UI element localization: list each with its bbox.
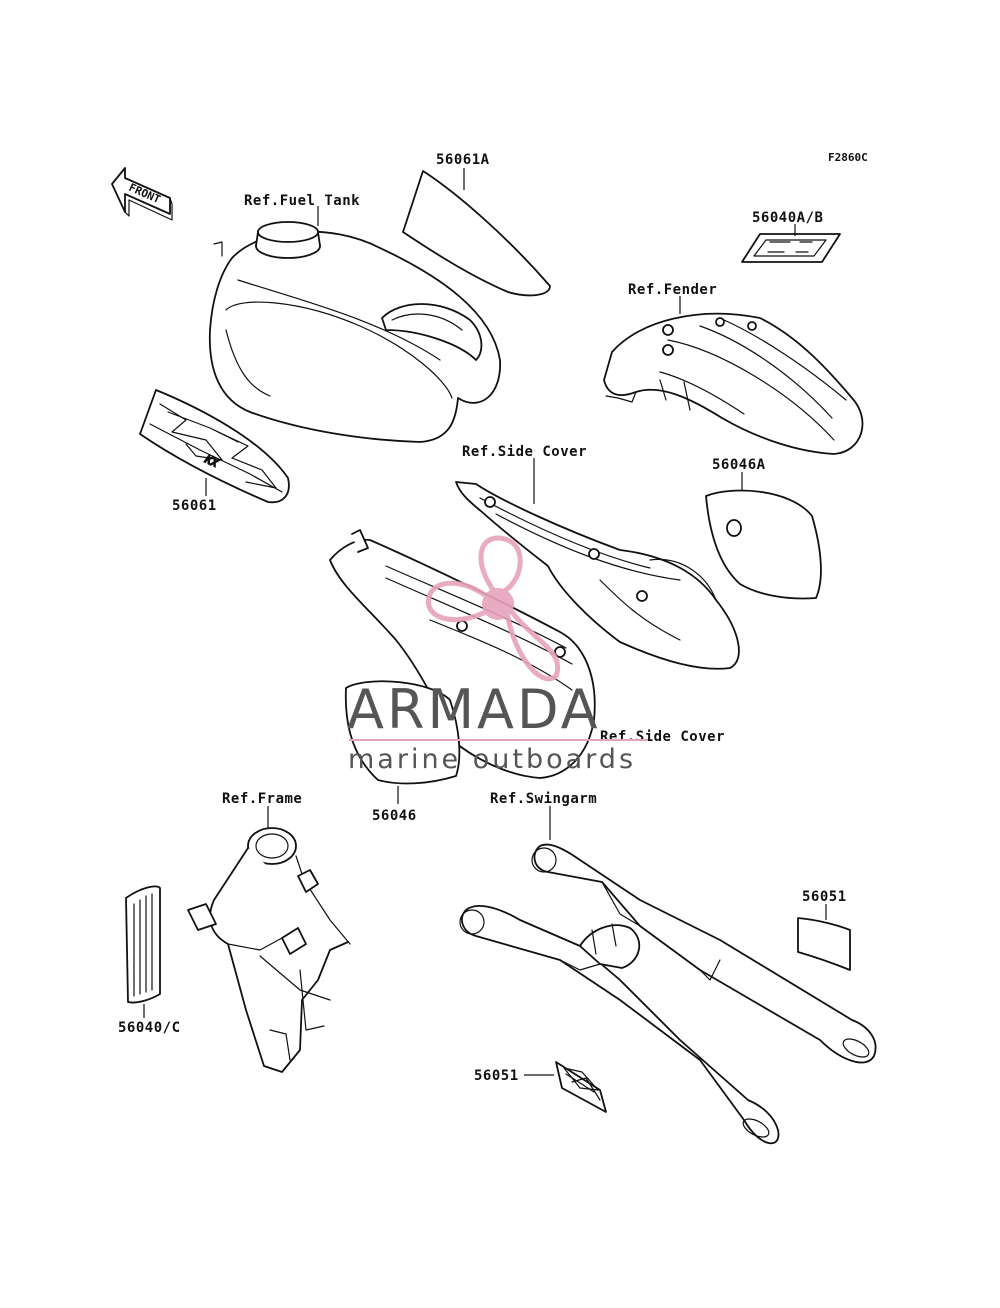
label-ref-swingarm: Ref.Swingarm bbox=[490, 791, 597, 807]
label-56046a: 56046A bbox=[712, 457, 766, 473]
figure-code: F2860C bbox=[828, 151, 868, 164]
label-56061: 56061 bbox=[172, 498, 217, 514]
fender bbox=[603, 312, 864, 455]
front-arrow-icon: FRONT bbox=[111, 167, 173, 221]
watermark-brand: ARMADA bbox=[347, 678, 601, 741]
label-ref-side-cover-top: Ref.Side Cover bbox=[462, 444, 587, 460]
label-ref-fender: Ref.Fender bbox=[628, 282, 717, 298]
label-56046: 56046 bbox=[372, 808, 417, 824]
armada-watermark: ARMADA marine outboards bbox=[347, 535, 648, 775]
frame bbox=[187, 827, 351, 1073]
decal-56040c bbox=[125, 885, 161, 1004]
label-56051-bottom: 56051 bbox=[474, 1068, 519, 1084]
decal-56051-top bbox=[797, 917, 851, 971]
decal-56061a bbox=[402, 170, 551, 297]
decal-56046 bbox=[344, 680, 461, 785]
side-cover-left bbox=[329, 529, 596, 779]
swingarm bbox=[459, 843, 877, 1145]
decal-56061: KX bbox=[139, 389, 290, 504]
label-56051-top: 56051 bbox=[802, 889, 847, 905]
label-ref-fuel-tank: Ref.Fuel Tank bbox=[244, 193, 360, 209]
label-ref-side-cover-right: Ref.Side Cover bbox=[600, 729, 725, 745]
decal-56046a bbox=[705, 489, 822, 600]
label-ref-frame: Ref.Frame bbox=[222, 791, 302, 807]
decal-56051-bottom bbox=[555, 1061, 607, 1113]
watermark-tagline: marine outboards bbox=[348, 744, 636, 775]
fuel-tank bbox=[208, 221, 501, 443]
label-56040c: 56040/C bbox=[118, 1020, 181, 1036]
label-56061a: 56061A bbox=[436, 152, 490, 168]
side-cover-right bbox=[455, 481, 740, 670]
propeller-logo-icon bbox=[425, 535, 561, 682]
plate-56040ab: F2860C bbox=[741, 233, 841, 263]
label-56040ab: 56040A/B bbox=[752, 210, 823, 226]
